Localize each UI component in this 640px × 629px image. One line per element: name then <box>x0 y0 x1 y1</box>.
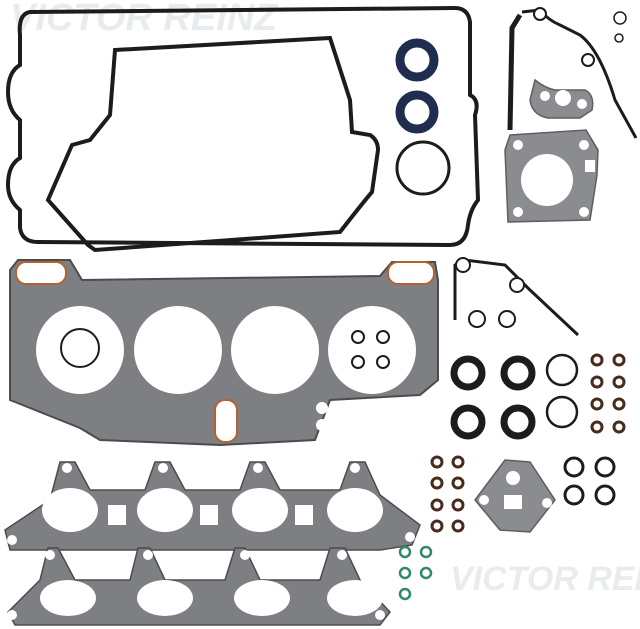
valve-stem-seals-lower <box>430 455 465 533</box>
intake-manifold-gasket <box>4 461 421 551</box>
throttle-body-gasket <box>504 129 599 223</box>
cylinder-head-gasket <box>9 259 439 447</box>
large-o-ring <box>395 140 451 196</box>
exhaust-manifold-gasket <box>7 547 391 626</box>
oil-seal-1 <box>395 38 439 82</box>
watermark-bottom: VICTOR REINZ <box>450 560 640 598</box>
small-flange-gasket <box>529 78 594 119</box>
green-o-rings <box>398 545 433 601</box>
egr-gasket <box>474 459 556 533</box>
valve-stem-seals-right <box>590 353 626 434</box>
valve-cover-gasket-outer <box>5 5 481 248</box>
valve-cover-gasket-inner <box>45 35 381 253</box>
crankshaft-seals <box>450 353 579 440</box>
timing-cover-gasket-top <box>507 7 638 139</box>
oil-seal-2 <box>395 90 439 134</box>
egr-o-rings <box>563 456 616 506</box>
timing-cover-gasket-lower <box>453 257 580 337</box>
watermark-top: VICTOR REINZ <box>10 0 279 39</box>
